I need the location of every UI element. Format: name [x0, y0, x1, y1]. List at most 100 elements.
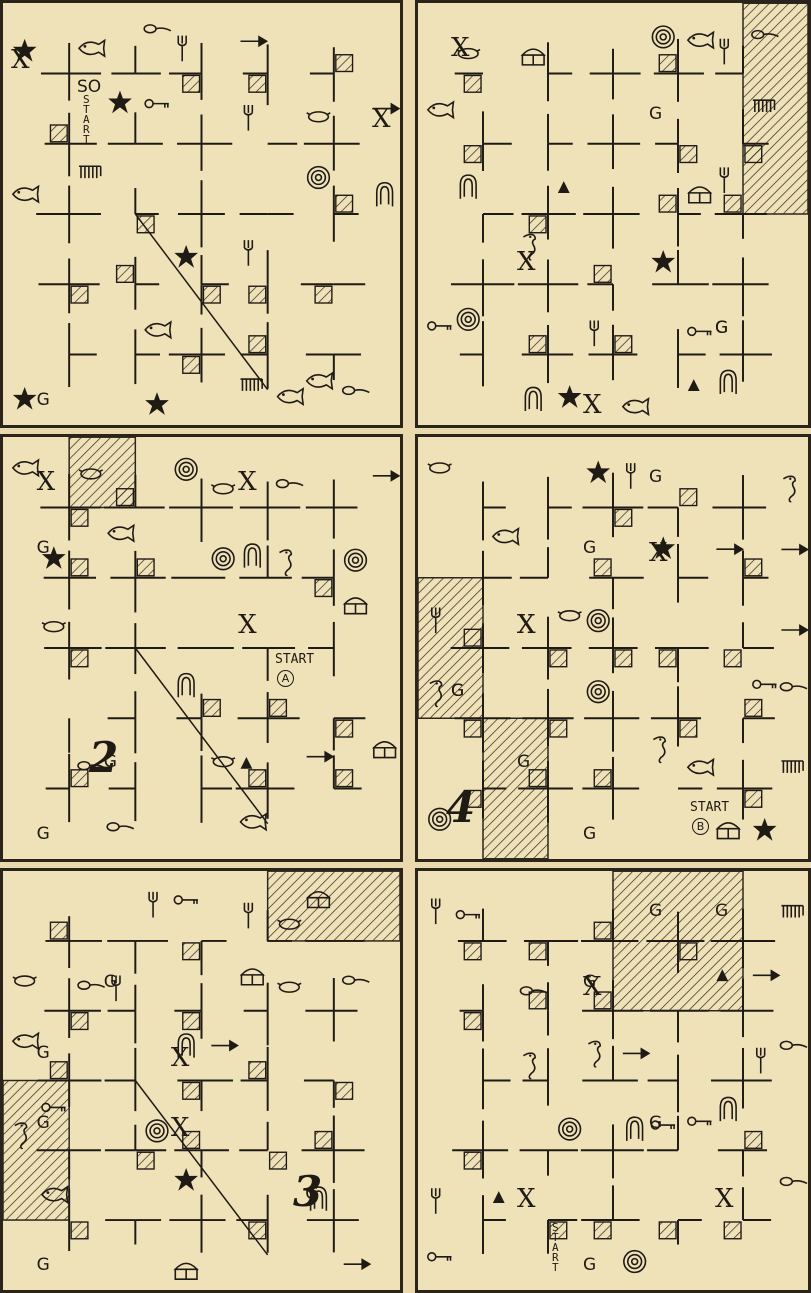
start-label: START: [690, 801, 729, 814]
wall-block: [71, 509, 88, 526]
fish-icon: [13, 1033, 39, 1049]
seahorse-icon: [523, 1053, 535, 1079]
goal-mark: G: [104, 974, 117, 991]
x-mark: X: [238, 469, 257, 495]
spoon-icon: [780, 683, 807, 691]
goal-mark: G: [649, 1115, 662, 1132]
fork-icon: [590, 321, 598, 347]
x-mark: X: [517, 249, 536, 275]
spoon-icon: [343, 976, 370, 984]
seahorse-icon: [653, 737, 665, 763]
spiral-shell-icon: [345, 549, 367, 571]
wall-block: [183, 943, 200, 960]
crab-icon: [278, 982, 302, 992]
wall-block: [315, 580, 332, 597]
wall-block: [745, 1132, 762, 1149]
wall-block: [724, 650, 741, 667]
spiral-shell-icon: [559, 1118, 581, 1140]
arrow-icon: [211, 1040, 239, 1052]
horseshoe-icon: [178, 674, 194, 698]
key-icon: [174, 896, 198, 904]
horseshoe-icon: [460, 175, 476, 199]
treasure-chest-icon: [345, 598, 367, 614]
x-mark: X: [37, 469, 56, 495]
wall-block: [659, 650, 676, 667]
wall-block: [464, 629, 481, 646]
wall-block: [336, 770, 353, 787]
fork-icon: [627, 463, 635, 489]
wall-block: [71, 1013, 88, 1030]
wall-block: [336, 1082, 353, 1099]
wall-block: [550, 720, 567, 737]
wall-block: [249, 1062, 266, 1079]
wall-block: [659, 195, 676, 212]
arrow-icon: [623, 1048, 651, 1060]
x-mark: X: [517, 1186, 536, 1212]
fork-icon: [244, 903, 252, 929]
wall-block: [249, 286, 266, 303]
treasure-chest-icon: [717, 823, 739, 839]
starfish-icon: [651, 250, 675, 273]
fish-icon: [623, 399, 649, 415]
wall-block: [270, 700, 287, 717]
fish-icon: [108, 525, 134, 541]
wall-block: [724, 1222, 741, 1239]
triangle-icon: [240, 757, 252, 769]
spoon-icon: [78, 981, 105, 989]
x-mark: X: [715, 1186, 734, 1212]
starfish-icon: [174, 1168, 198, 1191]
arrow-icon: [716, 543, 744, 555]
spiral-shell-icon: [624, 1251, 646, 1273]
wall-block: [464, 146, 481, 163]
goal-mark: G: [517, 754, 530, 771]
triangle-icon: [493, 1191, 505, 1203]
maze-grid: [418, 871, 808, 1290]
triangle-icon: [558, 181, 570, 193]
wall-block: [249, 1222, 266, 1239]
arrow-icon: [344, 1258, 372, 1270]
x-mark: X: [517, 612, 536, 638]
spoon-icon: [780, 1178, 807, 1186]
crab-icon: [211, 484, 235, 494]
goal-mark: G: [37, 1257, 50, 1274]
arrow-icon: [240, 35, 268, 47]
panel-number: 2: [89, 737, 118, 779]
comb-icon: [781, 761, 803, 773]
wall-block: [745, 559, 762, 576]
spiral-shell-icon: [457, 309, 479, 331]
wall-block: [680, 720, 697, 737]
goal-mark: G: [37, 1045, 50, 1062]
wall-block: [529, 992, 546, 1009]
wall-block: [249, 336, 266, 353]
wall-block: [680, 146, 697, 163]
horseshoe-icon: [627, 1117, 643, 1141]
start-label: START: [83, 95, 93, 145]
x-mark: X: [583, 974, 602, 1000]
crab-icon: [307, 112, 331, 122]
arrow-icon: [307, 751, 335, 763]
seahorse-icon: [783, 476, 795, 502]
goal-mark: G: [583, 826, 596, 843]
wall-block: [464, 943, 481, 960]
wall-block: [315, 286, 332, 303]
wall-block: [270, 1152, 287, 1169]
wall-block: [71, 1222, 88, 1239]
wall-block: [71, 650, 88, 667]
comb-icon: [781, 906, 803, 918]
wall-block: [615, 650, 632, 667]
spiral-shell-icon: [146, 1120, 168, 1142]
wall-block: [464, 720, 481, 737]
fish-icon: [278, 389, 304, 405]
wall-block: [464, 1152, 481, 1169]
starfish-icon: [13, 387, 37, 410]
spiral-shell-icon: [652, 26, 674, 48]
wall-block: [117, 489, 134, 506]
fish-icon: [688, 32, 714, 48]
key-icon: [428, 322, 452, 330]
hatched-block: [268, 871, 400, 941]
starfish-icon: [753, 818, 777, 841]
horseshoe-icon: [244, 544, 260, 568]
goal-mark: G: [37, 1115, 50, 1132]
starfish-icon: [145, 392, 169, 415]
goal-mark: G: [583, 1257, 596, 1274]
